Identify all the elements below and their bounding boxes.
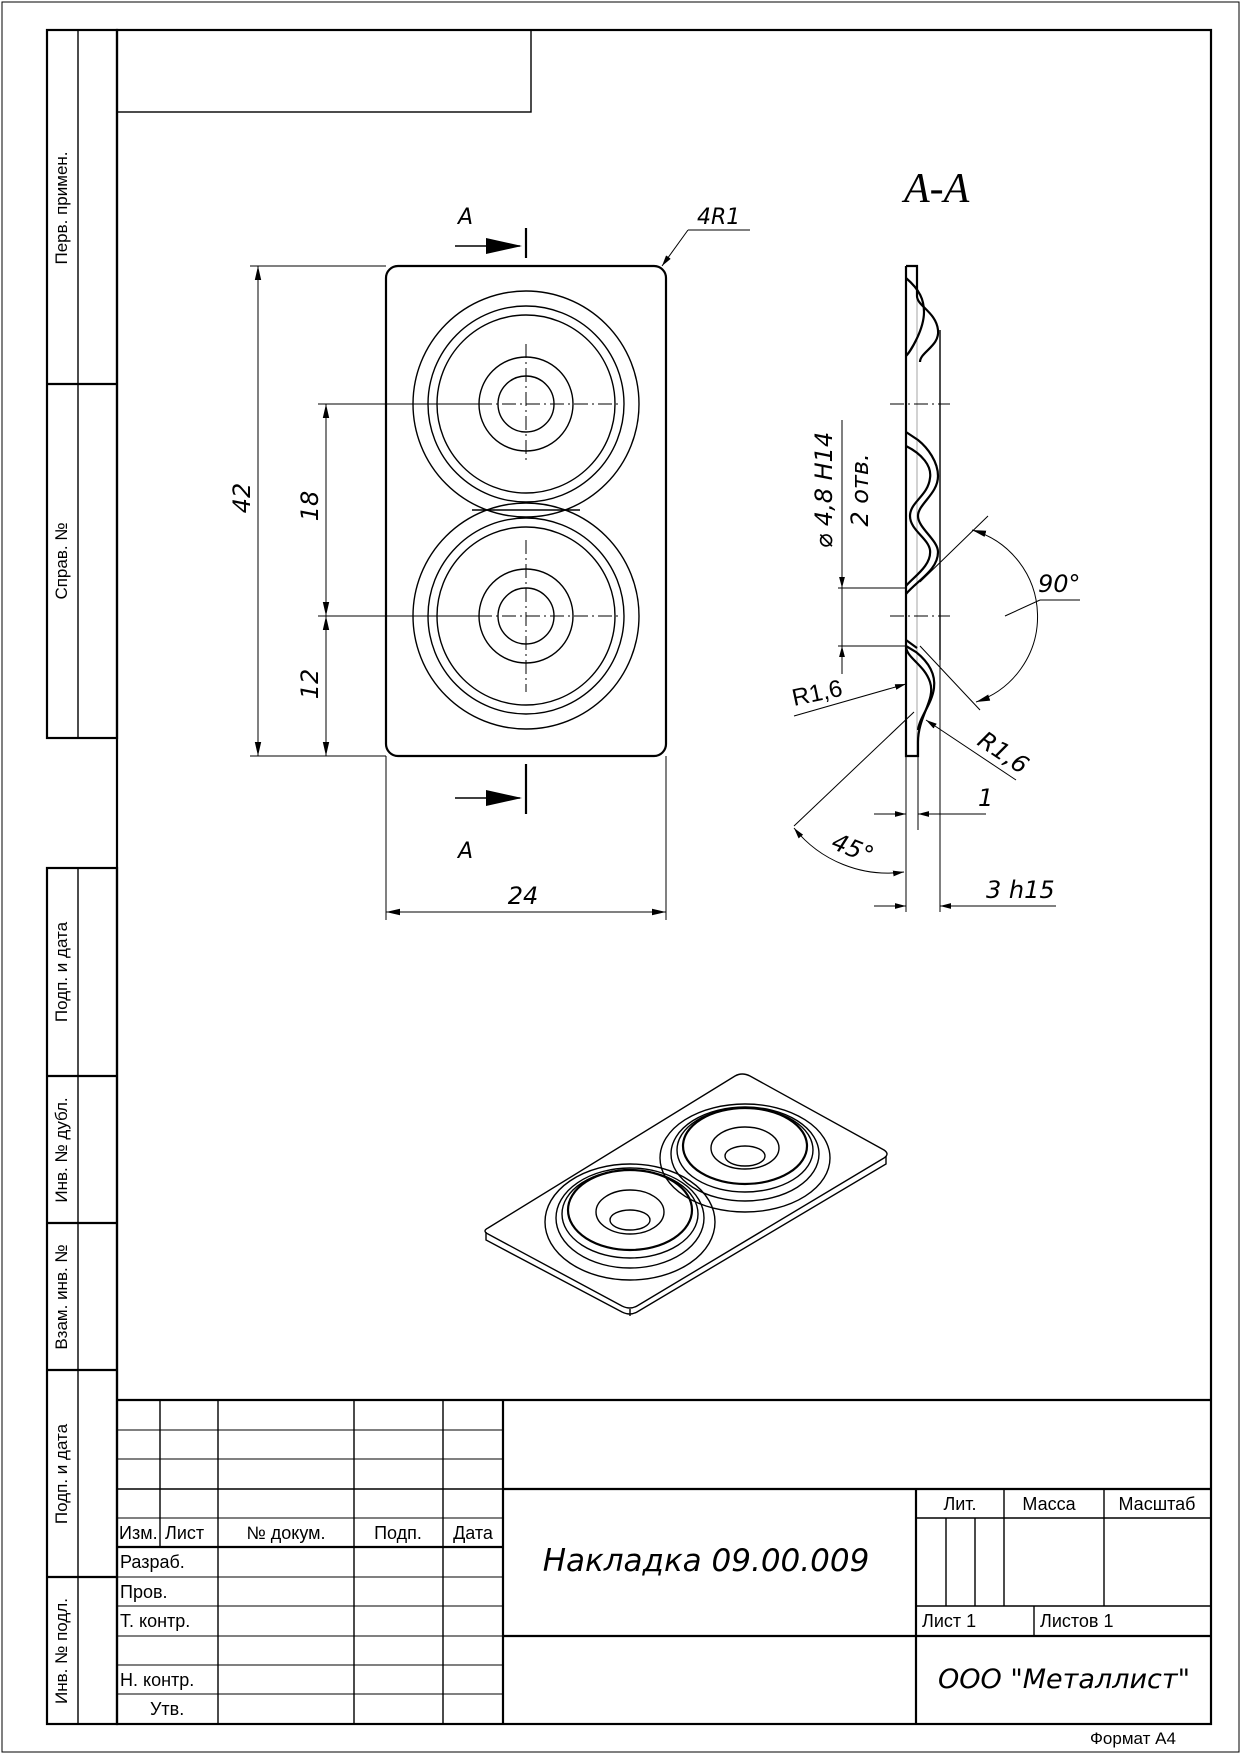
label-sprav-no: Справ. №	[52, 522, 71, 599]
label-vzam-inv: Взам. инв. №	[52, 1244, 71, 1349]
top-left-designation-box	[116, 29, 532, 113]
angle-45-value: 45°	[828, 828, 878, 870]
label-inv-dubl: Инв. № дубл.	[52, 1097, 71, 1202]
hole-diameter-callout: ⌀ 4,8 H14 2 отв.	[810, 420, 906, 674]
lower-dimple	[412, 502, 640, 730]
isometric-view	[484, 1073, 888, 1316]
dim-bottom-value: 12	[296, 669, 324, 700]
dimension-pitch: 18	[296, 403, 486, 617]
sheets-total: Листов 1	[1040, 1611, 1114, 1631]
angle-90-callout: 90°	[919, 515, 1081, 711]
dimension-thickness: 1	[874, 756, 993, 912]
header-data: Дата	[453, 1523, 494, 1543]
role-n-kontr: Н. контр.	[120, 1670, 194, 1690]
lit-mass-scale-block: Лит. Масса Масштаб Лист 1 Листов 1	[916, 1489, 1211, 1636]
header-dokum: № докум.	[246, 1523, 325, 1543]
header-podp: Подп.	[374, 1523, 422, 1543]
masshtab-label: Масштаб	[1118, 1494, 1195, 1514]
dimension-overall-thickness: 3 h15	[874, 660, 1056, 912]
side-strip-top: Перв. примен. Справ. №	[45, 28, 119, 740]
dim-height-value: 42	[228, 483, 256, 514]
side-strip-bottom: Подп. и дата Инв. № дубл. Взам. инв. № П…	[45, 866, 119, 1726]
organization-name: ООО "Металлист"	[938, 1664, 1190, 1695]
radius-inner-callout: R1,6	[790, 675, 907, 717]
title-block: Изм. Лист № докум. Подп. Дата Разраб. Пр…	[117, 1398, 1211, 1724]
radius-outer-callout: R1,6	[925, 719, 1034, 781]
dim-width-value: 24	[508, 882, 539, 910]
plate-outline	[384, 264, 668, 758]
role-razrab: Разраб.	[120, 1552, 185, 1572]
label-podp-data-2: Подп. и дата	[52, 1423, 71, 1524]
radius-inner-value: R1,6	[790, 675, 845, 712]
front-view: А А 4R1 42 18 12	[228, 205, 750, 920]
angle-45-callout: 45°	[793, 711, 915, 877]
hole-note-count: 2 отв.	[846, 453, 874, 526]
angle-90-value: 90°	[1038, 570, 1081, 598]
lit-label: Лит.	[943, 1494, 976, 1514]
section-profile-left	[904, 266, 933, 758]
dimension-width: 24	[385, 756, 667, 920]
dim-overall-thickness-value: 3 h15	[986, 876, 1055, 904]
label-inv-podl: Инв. № подл.	[52, 1598, 71, 1704]
header-list: Лист	[165, 1523, 204, 1543]
section-cut-marks: А А	[455, 205, 528, 864]
dim-thickness-value: 1	[978, 784, 993, 812]
change-table-grid	[117, 1400, 503, 1724]
dim-pitch-value: 18	[296, 491, 324, 522]
header-izm: Изм.	[119, 1523, 158, 1543]
label-podp-data-1: Подп. и дата	[52, 921, 71, 1022]
role-t-kontr: Т. контр.	[120, 1611, 190, 1631]
cut-letter-bottom: А	[456, 839, 473, 864]
document-designation: Накладка 09.00.009	[543, 1543, 870, 1579]
hole-note-size: ⌀ 4,8 H14	[810, 432, 838, 548]
dimension-bottom: 12	[296, 616, 330, 756]
label-perv-primen: Перв. примен.	[52, 151, 71, 264]
format-label: Формат А4	[1090, 1729, 1176, 1748]
iso-dimple-2	[659, 1103, 831, 1213]
sheet-number: Лист 1	[922, 1611, 976, 1631]
dimension-height: 42	[228, 265, 386, 757]
section-label: А-А	[901, 166, 970, 212]
corner-radius-callout: 4R1	[661, 205, 750, 267]
iso-dimple-1	[544, 1163, 716, 1281]
role-utv: Утв.	[150, 1699, 184, 1719]
role-prov: Пров.	[120, 1582, 168, 1602]
massa-label: Масса	[1022, 1494, 1076, 1514]
corner-radius-note: 4R1	[697, 205, 740, 230]
cut-letter-top: А	[456, 205, 473, 230]
section-view: А-А ⌀ 4,8 H14 2 отв.	[790, 166, 1081, 912]
